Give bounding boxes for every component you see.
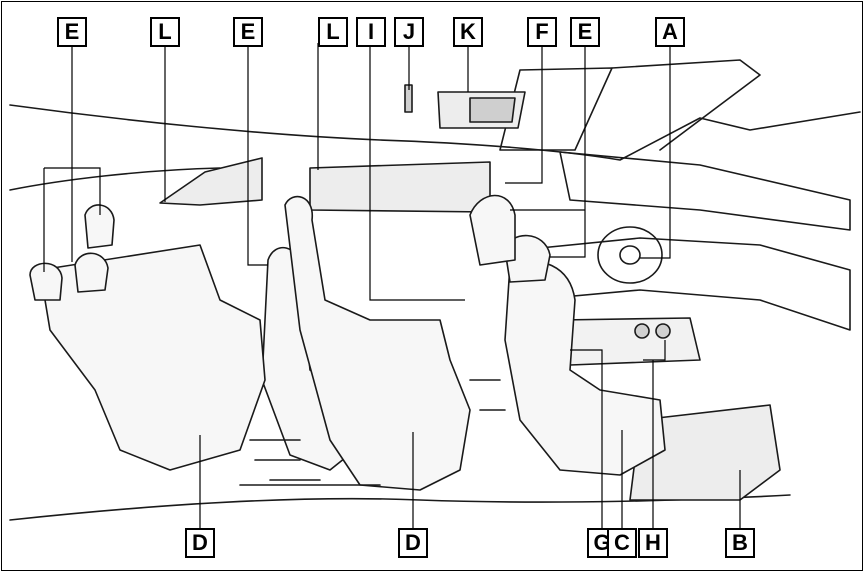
callout-H: H (638, 528, 668, 558)
rear-bench (40, 245, 265, 470)
callout-K: K (453, 17, 483, 47)
callout-L-2: L (318, 17, 348, 47)
callout-D-2: D (398, 528, 428, 558)
driver-seat (470, 195, 515, 265)
callout-J: J (394, 17, 424, 47)
callout-E-2: E (233, 17, 263, 47)
roof-outline (10, 105, 860, 160)
callout-I: I (356, 17, 386, 47)
rear-window-right (310, 162, 490, 212)
windshield (560, 152, 850, 230)
callout-E-1: E (57, 17, 87, 47)
steering-wheel (598, 227, 662, 283)
front-passenger-seat (505, 261, 665, 475)
callout-L-1: L (150, 17, 180, 47)
center-console (560, 318, 700, 365)
callout-E-3: E (570, 17, 600, 47)
callout-F: F (527, 17, 557, 47)
callout-D-1: D (185, 528, 215, 558)
callout-C: C (607, 528, 637, 558)
callout-B: B (725, 528, 755, 558)
rear-window-left (160, 158, 262, 205)
callout-A: A (655, 17, 685, 47)
